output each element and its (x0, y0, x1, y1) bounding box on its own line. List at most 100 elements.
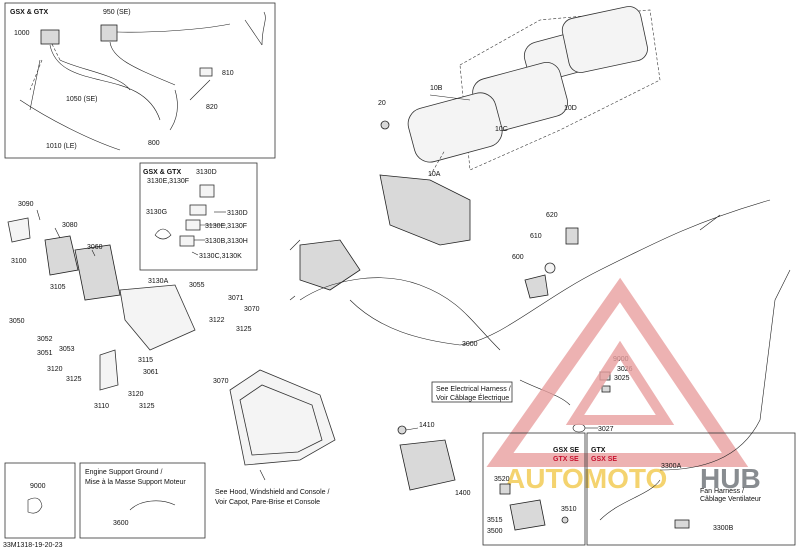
inset-se-title-a: GSX SE (553, 447, 579, 454)
callout-3000: 3000 (462, 341, 478, 348)
component-3520 (499, 483, 511, 495)
callout-3110: 3110 (94, 403, 109, 410)
callout-3130ef-top: 3130E,3130F (147, 178, 189, 185)
callout-3130d-top: 3130D (196, 169, 217, 176)
callout-3125-b: 3125 (66, 376, 82, 383)
inset-switch-harness: GSX & GTX 1000 950 (SE) 1050 (SE) 1010 (… (4, 2, 276, 159)
callout-3130g: 3130G (146, 209, 167, 216)
callout-3510: 3510 (561, 506, 577, 513)
ground-strap-3600 (129, 500, 176, 511)
inset-se-frame (482, 432, 586, 546)
mount-3050 (119, 284, 196, 351)
callout-3300b: 3300B (713, 525, 734, 532)
callout-3055: 3055 (189, 282, 205, 289)
callout-10a: 10A (428, 171, 441, 178)
watermark-brand-a: AUTOMOTO (505, 463, 667, 494)
callout-3120-a: 3120 (47, 366, 63, 373)
callout-3130a: 3130A (148, 278, 169, 285)
callout-1010-le: 1010 (LE) (46, 143, 77, 150)
note-hood-line2: Voir Capot, Pare-Brise et Console (215, 499, 320, 506)
callout-20: 20 (378, 100, 386, 107)
callout-3130bh: 3130B,3130H (205, 238, 248, 245)
component-620 (565, 227, 579, 245)
watermark-brand-b: HUB (700, 463, 761, 494)
callout-3130ck: 3130C,3130K (199, 253, 242, 260)
gauge-assembly (379, 174, 471, 246)
fan-harness-line2: Câblage Ventilateur (700, 496, 762, 503)
callout-3050: 3050 (9, 318, 25, 325)
motor-3060 (74, 244, 121, 301)
callout-3070-a: 3070 (244, 306, 260, 313)
note-hood-line1: See Hood, Windshield and Console / (215, 489, 329, 496)
callout-3130ef-right: 3130E,3130F (205, 223, 247, 230)
inset-se: GSX SE GTX SE 3520 3515 3500 3510 (482, 432, 586, 546)
callout-3061: 3061 (143, 369, 159, 376)
regulator: 1410 1400 (397, 422, 471, 497)
inset-se-title-b: GTX SE (553, 456, 579, 463)
regulator-1400 (399, 439, 456, 491)
module-3500 (509, 499, 546, 531)
callout-3520: 3520 (494, 476, 510, 483)
callout-3515: 3515 (487, 517, 503, 524)
callout-800: 800 (148, 140, 160, 147)
switch-950 (100, 24, 118, 42)
callout-3051: 3051 (37, 350, 53, 357)
bracket-3090 (7, 217, 31, 243)
cluster-outline (459, 9, 661, 171)
inset-gtx: GTX GSX SE 3300A Fan Harness / Câblage V… (586, 269, 796, 546)
connector-3130e (185, 219, 201, 231)
inset-frame (4, 2, 276, 159)
screw-20 (380, 120, 390, 130)
connector-810 (199, 67, 213, 77)
callout-3070-b: 3070 (213, 378, 229, 385)
watermark-triangle-outer (486, 277, 749, 467)
headlight-lens (239, 384, 323, 456)
inset-9000-frame (4, 462, 76, 539)
headlight: See Hood, Windshield and Console / Voir … (215, 369, 336, 506)
callout-950-se: 950 (SE) (103, 9, 131, 16)
oring-3027 (572, 423, 586, 433)
callout-3125-c: 3125 (139, 403, 155, 410)
callout-3052: 3052 (37, 336, 53, 343)
gauge-cluster-group: 20 10B 10C 10D 10A (378, 6, 661, 246)
connector-3300b (674, 519, 690, 529)
engine-ground-line2: Mise à la Masse Support Moteur (85, 479, 186, 486)
callout-820: 820 (206, 104, 218, 111)
callout-610: 610 (530, 233, 542, 240)
inset-title: GSX & GTX (10, 9, 48, 16)
electrical-note-frame (431, 381, 513, 403)
inset-gtx-frame (586, 432, 796, 546)
inset-3130-title: GSX & GTX (143, 169, 181, 176)
component-600 (524, 274, 549, 299)
callout-3060: 3060 (87, 244, 103, 251)
callout-3300a: 3300A (661, 463, 682, 470)
callout-600: 600 (512, 254, 524, 261)
inset-3130: GSX & GTX 3130D 3130E,3130F 3130G 3130D … (139, 162, 258, 285)
clip-9000 (27, 497, 43, 514)
connector-3130h (179, 235, 195, 247)
component-3025 (601, 385, 611, 393)
callout-3053: 3053 (59, 346, 75, 353)
main-harness: 3000 See Electrical Harness / Voir Câbla… (289, 199, 771, 406)
watermark: AUTOMOTO HUB (486, 277, 761, 494)
screw-3510 (561, 516, 569, 524)
bracket-3110 (99, 349, 119, 391)
callout-3071: 3071 (228, 295, 244, 302)
cluster-lens (407, 92, 503, 163)
callout-3090: 3090 (18, 201, 34, 208)
callout-1410: 1410 (419, 422, 435, 429)
callout-10b: 10B (430, 85, 443, 92)
note-electrical-line1: See Electrical Harness / (436, 386, 511, 393)
inset-gtx-title-a: GTX (591, 447, 606, 454)
callout-10d: 10D (564, 105, 577, 112)
connector-3130d-top (199, 184, 215, 198)
harness-block (299, 239, 361, 291)
callout-3080: 3080 (62, 222, 78, 229)
switch-1000 (40, 29, 60, 45)
callout-10c: 10C (495, 126, 508, 133)
inset-engine-ground: Engine Support Ground / Mise à la Masse … (79, 462, 206, 539)
callout-3120-b: 3120 (128, 391, 144, 398)
note-electrical-line2: Voir Câblage Électrique (436, 393, 509, 402)
callout-3026: 3026 (617, 366, 633, 373)
